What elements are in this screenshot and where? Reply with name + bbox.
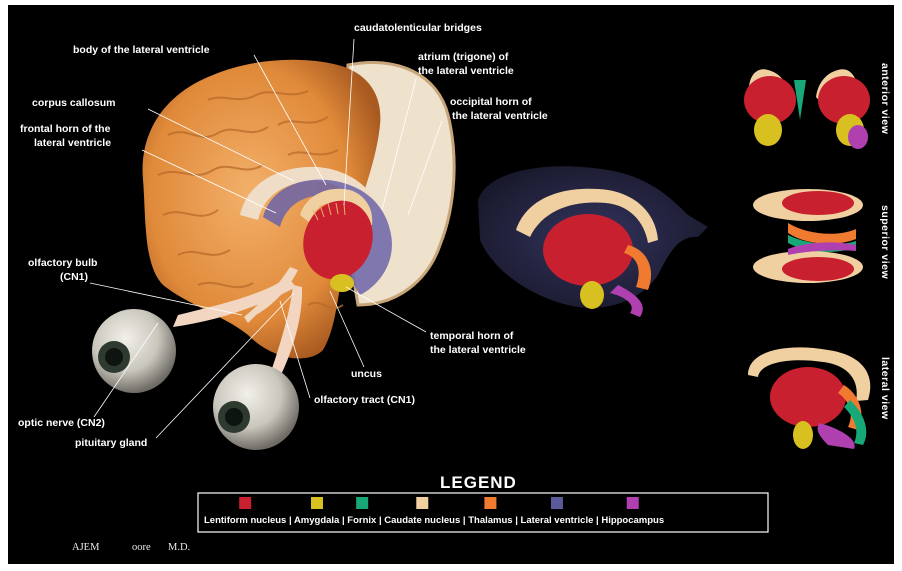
label-occipital-line2: the lateral ventricle	[452, 110, 548, 122]
label-uncus: uncus	[351, 368, 382, 380]
anterior-view-illustration	[744, 69, 870, 149]
legend-swatch	[356, 497, 368, 509]
legend-swatches	[239, 497, 639, 509]
author-signature: AJEM oore M.D.	[72, 542, 190, 553]
legend-label: Hippocampus	[601, 515, 664, 526]
label-atrium-line1: atrium (trigone) of	[418, 51, 509, 63]
label-occipital-line1: occipital horn of	[450, 96, 532, 108]
amygdala-oblique	[580, 281, 604, 309]
view-label-anterior: anterior view	[879, 63, 891, 135]
label-temporal-line1: temporal horn of	[430, 330, 514, 342]
signature-monogram: AJEM	[72, 542, 100, 553]
legend-swatch	[311, 497, 323, 509]
label-frontal-line2: lateral ventricle	[34, 137, 111, 149]
legend-items-text: Lentiform nucleus | Amygdala | Fornix | …	[204, 515, 664, 526]
legend-label: Lateral ventricle	[521, 515, 594, 526]
legend-label: Fornix	[347, 515, 377, 526]
neuroanatomy-diagram: caudatolenticular bridges body of the la…	[8, 5, 894, 564]
right-eyeball	[213, 364, 299, 450]
legend-label: Caudate nucleus	[384, 515, 460, 526]
lateral-view-illustration	[748, 347, 870, 449]
view-label-superior: superior view	[879, 205, 891, 280]
legend-label: Thalamus	[468, 515, 512, 526]
label-olfactory-tract: olfactory tract (CN1)	[314, 394, 415, 406]
legend-swatch	[484, 497, 496, 509]
legend-swatch	[416, 497, 428, 509]
label-optic-nerve: optic nerve (CN2)	[18, 417, 105, 429]
legend-swatch	[627, 497, 639, 509]
oblique-3d-view	[478, 166, 708, 317]
superior-view-illustration	[753, 189, 863, 283]
view-label-lateral: lateral view	[879, 357, 891, 420]
left-eyeball	[92, 309, 176, 393]
signature-suffix: M.D.	[168, 542, 190, 553]
legend-separator: |	[339, 515, 347, 526]
legend-separator: |	[286, 515, 294, 526]
legend-separator: |	[593, 515, 601, 526]
label-pituitary-gland: pituitary gland	[75, 437, 147, 449]
label-body-lateral-ventricle: body of the lateral ventricle	[73, 44, 210, 56]
main-brain-illustration	[143, 60, 455, 377]
lentiform-oblique	[543, 214, 633, 286]
legend-title: LEGEND	[440, 473, 517, 492]
legend-box	[198, 493, 768, 532]
label-corpus-callosum: corpus callosum	[32, 97, 115, 109]
label-caudatolenticular-bridges: caudatolenticular bridges	[354, 22, 482, 34]
legend-separator: |	[460, 515, 468, 526]
signature-name: oore	[132, 542, 151, 553]
label-frontal-line1: frontal horn of the	[20, 123, 111, 135]
figure-canvas: caudatolenticular bridges body of the la…	[8, 5, 894, 564]
legend-label: Lentiform nucleus	[204, 515, 286, 526]
label-olfactory-bulb-line2: (CN1)	[60, 271, 88, 283]
legend-swatch	[551, 497, 563, 509]
legend-separator: |	[376, 515, 384, 526]
label-olfactory-bulb-line1: olfactory bulb	[28, 257, 97, 269]
label-atrium-line2: the lateral ventricle	[418, 65, 514, 77]
label-temporal-line2: the lateral ventricle	[430, 344, 526, 356]
legend-swatch	[239, 497, 251, 509]
legend-label: Amygdala	[294, 515, 340, 526]
legend-separator: |	[513, 515, 521, 526]
